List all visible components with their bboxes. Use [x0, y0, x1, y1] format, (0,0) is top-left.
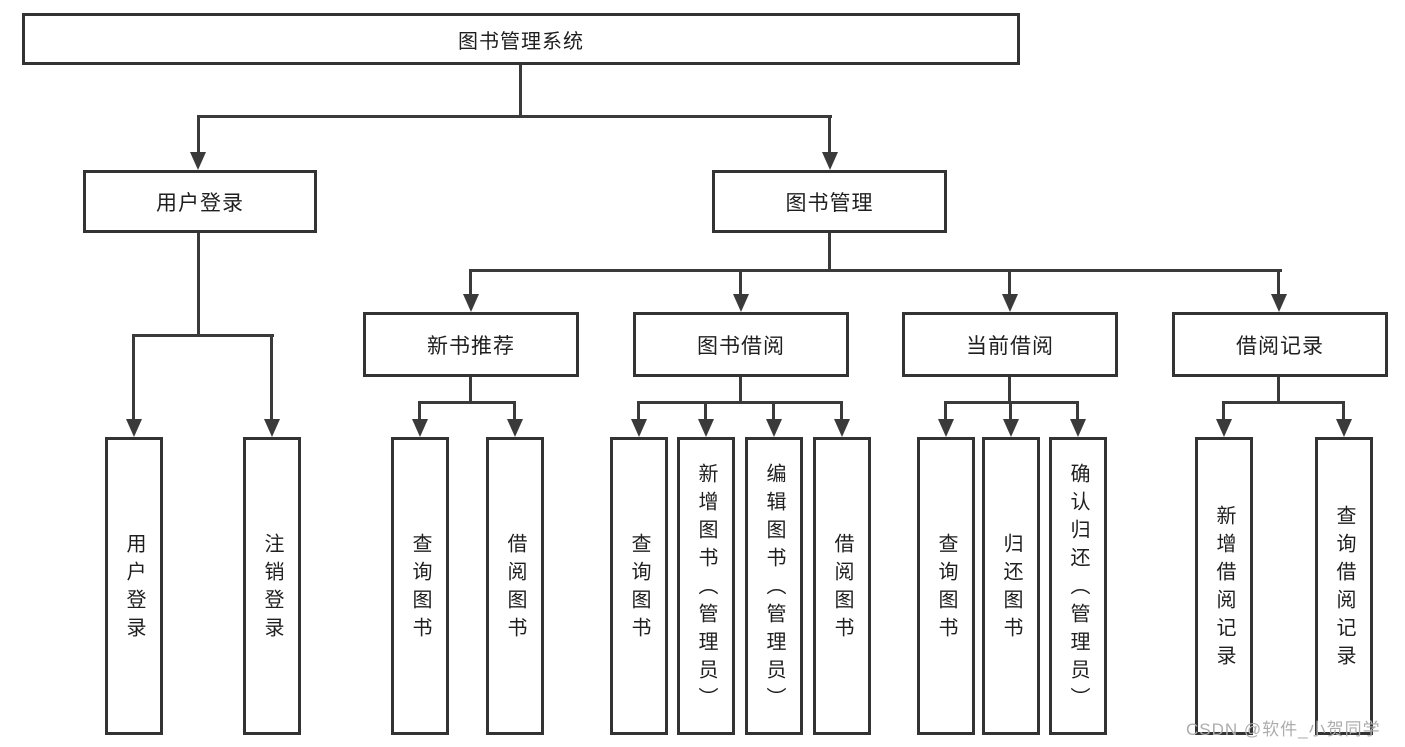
- node-leaf-br-add-record: 新增借阅记录: [1195, 437, 1253, 735]
- connector-stub-nb-borrow: [513, 401, 516, 419]
- arrow-user-login: [190, 152, 206, 170]
- connector-stub-bb-borrow: [840, 401, 843, 419]
- arrow-book-mgmt: [822, 152, 838, 170]
- arrow-bb-query: [631, 419, 647, 437]
- connector-stub-user-login: [197, 115, 200, 152]
- connector-stub-bb-query: [637, 401, 640, 419]
- node-user-login: 用户登录: [83, 170, 317, 233]
- connector-root-feed: [519, 65, 522, 118]
- node-leaf-user-login: 用户登录: [105, 437, 163, 735]
- connector-stub-book-borrow: [739, 269, 742, 294]
- csdn-watermark: CSDN @软件_小贺同学: [1186, 720, 1381, 739]
- node-leaf-br-query-record: 查询借阅记录: [1315, 437, 1373, 735]
- connector-user-login-branch: [133, 334, 274, 337]
- connector-user-login-feed: [197, 233, 200, 337]
- arrow-bb-borrow: [834, 419, 850, 437]
- connector-new-book-rec-feed: [469, 377, 472, 404]
- node-leaf-cb-query-books: 查询图书: [917, 437, 975, 735]
- node-leaf-logout: 注销登录: [243, 437, 301, 735]
- connector-stub-br-query: [1342, 401, 1345, 419]
- node-root: 图书管理系统: [22, 13, 1020, 65]
- connector-stub-br-add: [1222, 401, 1225, 419]
- node-leaf-bb-edit-books-admin: 编辑图书（管理员）: [745, 437, 803, 735]
- node-leaf-nb-borrow-books: 借阅图书: [486, 437, 544, 735]
- connector-stub-ul-login: [132, 334, 135, 419]
- arrow-current-borrow: [1002, 294, 1018, 312]
- arrow-cb-confirm: [1070, 419, 1086, 437]
- connector-book-mgmt-feed: [828, 233, 831, 272]
- connector-book-borrow-branch: [637, 401, 843, 404]
- arrow-cb-query: [938, 419, 954, 437]
- arrow-nb-query: [412, 419, 428, 437]
- connector-borrow-record-feed: [1277, 377, 1280, 404]
- arrow-new-book-rec: [463, 294, 479, 312]
- connector-stub-borrow-record: [1277, 269, 1280, 294]
- arrow-book-borrow: [733, 294, 749, 312]
- node-borrow-record: 借阅记录: [1172, 312, 1388, 377]
- connector-stub-cb-query: [944, 401, 947, 419]
- connector-stub-cb-return: [1009, 401, 1012, 419]
- connector-stub-ul-logout: [270, 334, 273, 419]
- node-leaf-bb-borrow-books: 借阅图书: [813, 437, 871, 735]
- connector-new-book-rec-branch: [418, 401, 516, 404]
- node-leaf-cb-return-books: 归还图书: [982, 437, 1040, 735]
- node-new-book-rec: 新书推荐: [363, 312, 579, 377]
- arrow-bb-edit: [766, 419, 782, 437]
- arrow-nb-borrow: [507, 419, 523, 437]
- connector-stub-bb-add: [704, 401, 707, 419]
- arrow-bb-add: [698, 419, 714, 437]
- connector-stub-current-borrow: [1008, 269, 1011, 294]
- connector-stub-nb-query: [418, 401, 421, 419]
- arrow-ul-login: [126, 419, 142, 437]
- connector-borrow-record-branch: [1222, 401, 1345, 404]
- connector-book-borrow-feed: [739, 377, 742, 404]
- connector-stub-new-book-rec: [469, 269, 472, 294]
- connector-current-borrow-feed: [1008, 377, 1011, 404]
- connector-stub-book-mgmt: [828, 115, 831, 152]
- node-leaf-cb-confirm-return-admin: 确认归还（管理员）: [1049, 437, 1107, 735]
- arrow-br-query: [1336, 419, 1352, 437]
- connector-level3-branch: [469, 269, 1282, 272]
- node-leaf-bb-add-books-admin: 新增图书（管理员）: [677, 437, 735, 735]
- node-leaf-bb-query-books: 查询图书: [610, 437, 668, 735]
- arrow-ul-logout: [264, 419, 280, 437]
- connector-stub-bb-edit: [772, 401, 775, 419]
- node-leaf-nb-query-books: 查询图书: [391, 437, 449, 735]
- node-book-mgmt: 图书管理: [712, 170, 947, 233]
- arrow-br-add: [1216, 419, 1232, 437]
- connector-level2-branch: [197, 115, 832, 118]
- arrow-borrow-record: [1271, 294, 1287, 312]
- connector-stub-cb-confirm: [1076, 401, 1079, 419]
- arrow-cb-return: [1003, 419, 1019, 437]
- node-book-borrow: 图书借阅: [633, 312, 849, 377]
- node-current-borrow: 当前借阅: [902, 312, 1118, 377]
